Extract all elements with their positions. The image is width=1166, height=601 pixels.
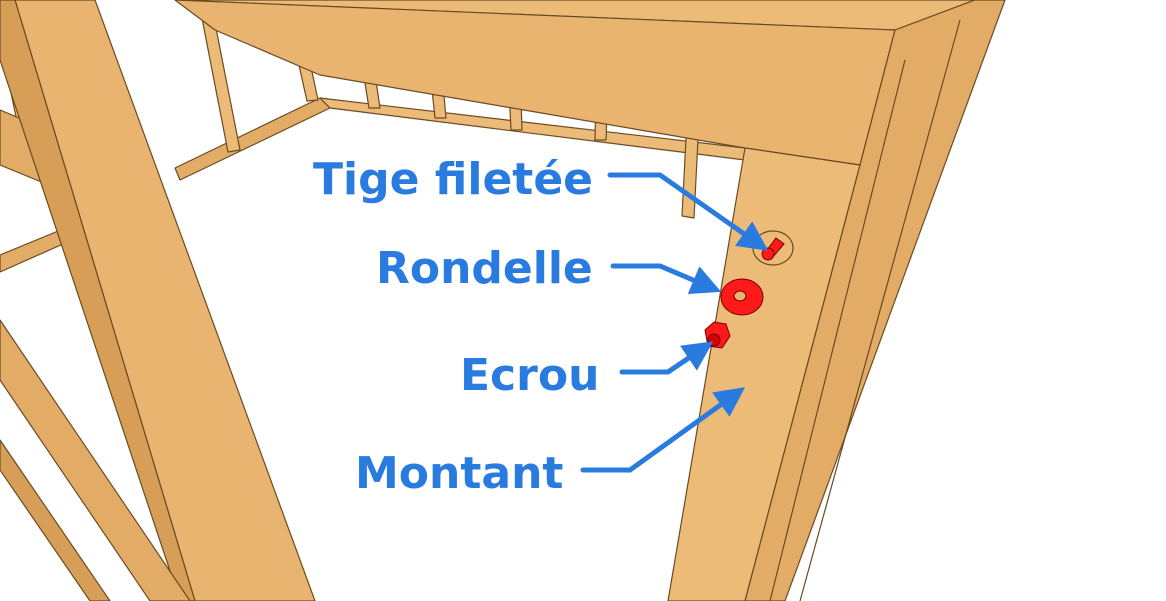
threaded-rod — [761, 237, 785, 261]
back-left-plate — [174, 97, 331, 181]
left-lower-post-2 — [0, 439, 111, 601]
montant-front — [667, 147, 861, 601]
label-ecrou: Ecrou — [460, 350, 600, 401]
arrow-tige — [607, 172, 769, 251]
arrow-montant — [580, 387, 746, 473]
montant-side — [744, 0, 1006, 601]
label-montant: Montant — [355, 448, 564, 499]
left-diagonal-post-side — [0, 0, 196, 601]
label-rondelle: Rondelle — [376, 243, 593, 294]
left-lower-post — [0, 319, 191, 601]
label-tige-filetee: Tige filetée — [313, 154, 594, 205]
arrow-rondelle — [610, 263, 722, 295]
arrow-ecrou — [619, 341, 714, 375]
washer — [720, 278, 764, 316]
